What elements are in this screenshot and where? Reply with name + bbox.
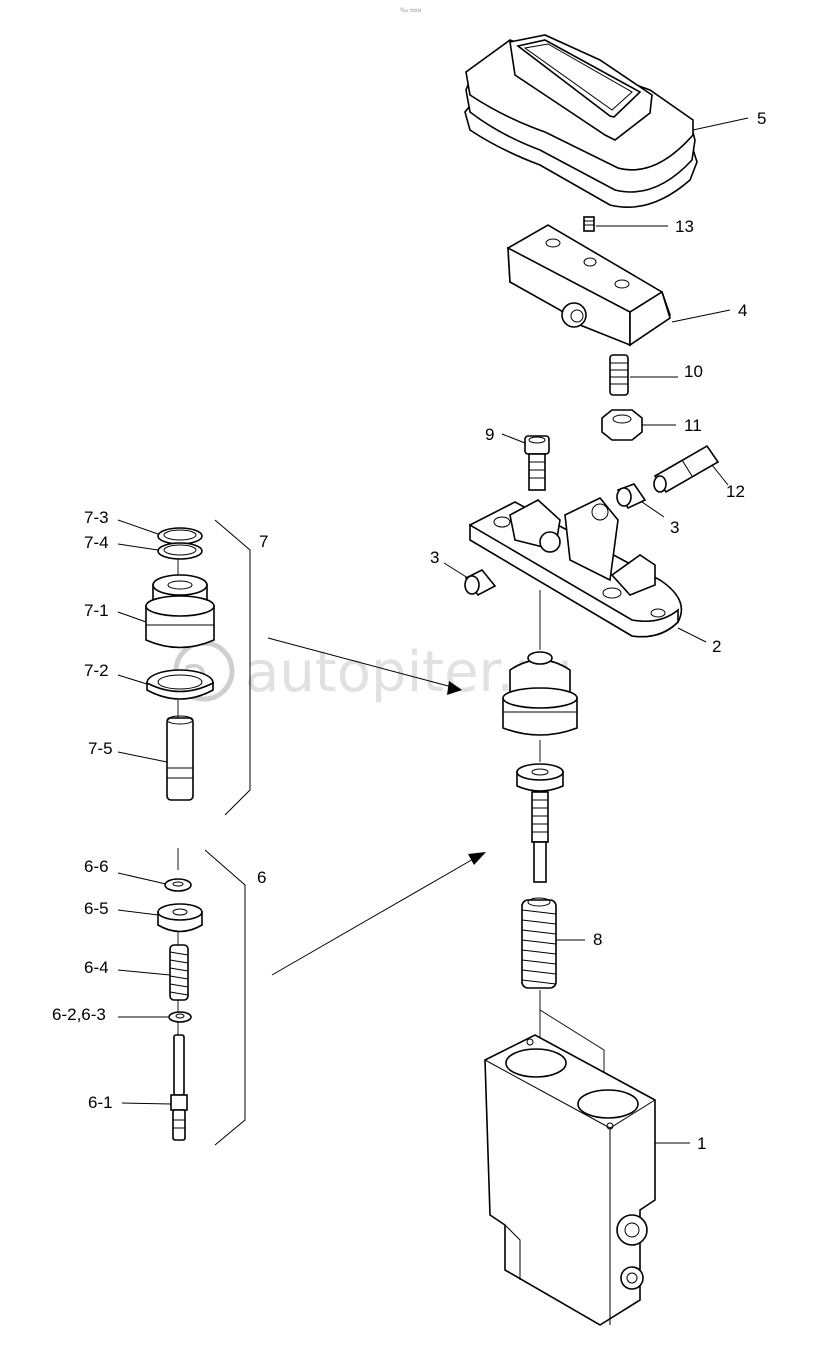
label-7-4: 7-4 — [84, 533, 109, 552]
label-4: 4 — [738, 301, 747, 320]
part-6-2-6-3-shims: 6-2,6-3 — [52, 1005, 192, 1024]
label-12: 12 — [726, 482, 745, 501]
part-7-4-ring: 7-4 — [84, 533, 203, 560]
part-4-lever-block: 4 — [507, 224, 747, 347]
part-11-hex-nut: 11 — [601, 409, 702, 441]
label-7-3: 7-3 — [84, 508, 109, 527]
group-6-bracket: 6 — [204, 849, 486, 1146]
part-8-spring: 8 — [521, 897, 602, 989]
label-13: 13 — [675, 217, 694, 236]
label-1: 1 — [697, 1134, 706, 1153]
header-mark: ‰ ¤¤¤ — [400, 7, 422, 14]
part-6-spool-assembly — [516, 763, 564, 883]
label-8: 8 — [593, 930, 602, 949]
label-10: 10 — [684, 362, 703, 381]
part-2-base-plate: 2 — [468, 497, 721, 656]
part-7-3-ring: 7-3 — [84, 508, 203, 545]
part-12-pin: 12 — [653, 444, 745, 501]
part-6-1-spool: 6-1 — [88, 1034, 188, 1141]
part-3-bushing-left: 3 — [430, 548, 497, 597]
part-7-5-sleeve: 7-5 — [88, 715, 194, 801]
part-3-bushing-right: 3 — [616, 483, 679, 537]
part-6-5-spring-seat: 6-5 — [84, 899, 203, 933]
label-7-1: 7-1 — [84, 601, 109, 620]
label-3-right: 3 — [670, 518, 679, 537]
label-6-1: 6-1 — [88, 1093, 113, 1112]
part-6-4-spring: 6-4 — [84, 944, 189, 1001]
part-13-set-screw: 13 — [583, 216, 694, 236]
part-9-socket-bolt: 9 — [485, 425, 550, 491]
group-7-bracket: 7 — [214, 519, 462, 816]
label-6-6: 6-6 — [84, 857, 109, 876]
part-1-valve-body: 1 — [484, 1034, 706, 1326]
part-6-6-washer: 6-6 — [84, 857, 192, 892]
label-2: 2 — [712, 637, 721, 656]
label-6-5: 6-5 — [84, 899, 109, 918]
part-7-plunger-assembly — [502, 651, 578, 736]
label-6-2-6-3: 6-2,6-3 — [52, 1005, 106, 1024]
label-6: 6 — [257, 868, 266, 887]
part-7-2-seal-ring: 7-2 — [84, 661, 214, 700]
label-7-5: 7-5 — [88, 739, 113, 758]
label-6-4: 6-4 — [84, 958, 109, 977]
part-10-threaded-stud: 10 — [609, 354, 703, 396]
label-9: 9 — [485, 425, 494, 444]
label-3-left: 3 — [430, 548, 439, 567]
part-7-1-plunger-housing: 7-1 — [84, 574, 215, 649]
part-5-rubber-boot: 5 — [464, 34, 766, 208]
label-7-2: 7-2 — [84, 661, 109, 680]
label-7: 7 — [259, 532, 268, 551]
label-5: 5 — [757, 109, 766, 128]
label-11: 11 — [684, 416, 702, 435]
